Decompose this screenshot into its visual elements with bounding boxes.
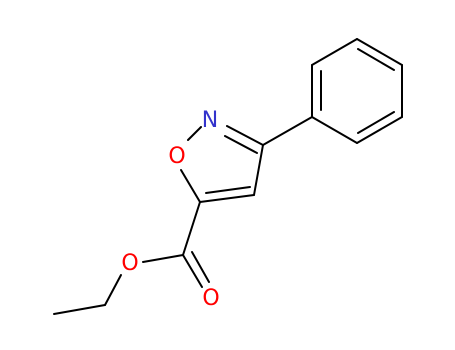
bond-phenyl-c3: [262, 116, 313, 146]
bond-carbonyl-o-double: [191, 251, 210, 283]
bond-ph-1: [356, 38, 403, 66]
atom-label-carbonyl-oxygen: O: [202, 286, 219, 311]
phenyl-ring: [311, 38, 403, 144]
bond-c5-c4: [199, 194, 255, 203]
bond-c5-carbonyl: [182, 201, 201, 256]
bond-o-c5: [180, 169, 201, 203]
bond-ph-4: [311, 116, 358, 144]
bond-ph-double-2: [357, 111, 395, 134]
atom-label-nitrogen: N: [202, 108, 218, 133]
bond-c3-n-double: [224, 135, 258, 154]
bond-ch2-ch3: [53, 304, 106, 315]
bond-c5-c4-double: [205, 186, 251, 194]
bond-carbonyl-ester-o: [142, 254, 184, 263]
bond-ph-6: [311, 38, 358, 66]
atom-label-ring-oxygen: O: [168, 144, 185, 169]
bond-n-o: [187, 126, 202, 141]
ester-group: [53, 201, 210, 315]
bond-c4-c3: [253, 144, 264, 196]
bond-ester-o-ch2: [104, 274, 122, 306]
atom-label-ester-oxygen: O: [121, 251, 138, 276]
isoxazole-ring: [180, 125, 264, 203]
bond-ph-double-1: [357, 48, 395, 71]
bond-c3-n: [226, 125, 264, 146]
bond-carbonyl-o: [182, 254, 203, 288]
bond-ph-3: [356, 116, 403, 144]
